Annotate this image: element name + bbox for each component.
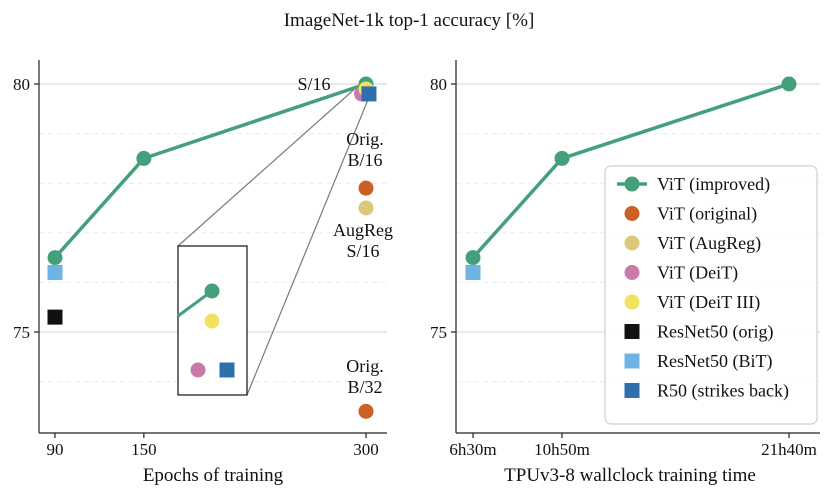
x-tick-label: 6h30m bbox=[449, 440, 496, 459]
legend-marker bbox=[624, 353, 640, 369]
data-point bbox=[361, 86, 377, 102]
inset-connector bbox=[177, 85, 359, 247]
data-point bbox=[358, 200, 374, 216]
legend-box bbox=[604, 165, 818, 425]
inset-point-vit-deit bbox=[190, 362, 206, 378]
x-axis-label: TPUv3-8 wallclock training time bbox=[504, 465, 756, 486]
x-tick-label: 21h40m bbox=[761, 440, 817, 459]
legend-entry-label: ViT (DeiT) bbox=[657, 263, 738, 284]
data-point bbox=[47, 264, 63, 280]
annotation-label: B/16 bbox=[347, 150, 382, 170]
inset-connector bbox=[246, 89, 373, 396]
legend-marker bbox=[624, 265, 640, 280]
figure-title: ImageNet-1k top-1 accuracy [%] bbox=[284, 10, 535, 31]
y-tick-label: 80 bbox=[430, 75, 447, 94]
annotation-label: S/16 bbox=[297, 74, 330, 94]
legend-entry-label: R50 (strikes back) bbox=[657, 381, 789, 402]
legend-entry-label: ViT (DeiT III) bbox=[657, 292, 760, 313]
data-point bbox=[465, 264, 481, 280]
data-point bbox=[781, 76, 797, 92]
legend-marker bbox=[624, 324, 640, 339]
data-point bbox=[554, 150, 570, 166]
x-axis-label: Epochs of training bbox=[143, 465, 284, 486]
legend-marker bbox=[624, 235, 640, 251]
inset-point-r50-strikes-back bbox=[219, 362, 235, 378]
y-tick-label: 80 bbox=[13, 75, 30, 94]
legend-entry-label: ViT (original) bbox=[657, 204, 757, 225]
data-point bbox=[358, 403, 374, 419]
data-point bbox=[136, 150, 152, 166]
x-tick-label: 10h50m bbox=[534, 440, 590, 459]
data-point bbox=[47, 250, 63, 266]
legend-marker bbox=[624, 176, 640, 192]
legend-entry-label: ViT (improved) bbox=[657, 174, 770, 195]
data-point bbox=[47, 309, 63, 325]
legend-marker bbox=[624, 294, 640, 310]
legend-marker bbox=[624, 383, 640, 398]
legend-entry-label: ResNet50 (orig) bbox=[657, 322, 773, 343]
series-line bbox=[53, 82, 367, 259]
inset-point-vit-deit3 bbox=[204, 313, 220, 329]
inset-point-vit-improved bbox=[204, 283, 220, 299]
annotation-label: Orig. bbox=[346, 129, 384, 149]
annotation-label: Orig. bbox=[346, 356, 384, 376]
x-tick-label: 300 bbox=[353, 440, 379, 459]
y-tick-label: 75 bbox=[430, 323, 447, 342]
annotation-label: B/32 bbox=[347, 377, 382, 397]
x-tick-label: 150 bbox=[131, 440, 157, 459]
annotation-label: AugReg bbox=[333, 220, 393, 240]
y-tick-label: 75 bbox=[13, 323, 30, 342]
x-tick-label: 90 bbox=[47, 440, 64, 459]
legend-marker bbox=[624, 206, 640, 221]
annotation-label: S/16 bbox=[346, 241, 379, 261]
legend-entry-label: ResNet50 (BiT) bbox=[657, 351, 772, 372]
data-point bbox=[465, 250, 481, 266]
data-point bbox=[358, 180, 374, 196]
legend-entry-label: ViT (AugReg) bbox=[657, 233, 761, 254]
legend: ViT (improved) ViT (original) ViT (AugReg)… bbox=[604, 165, 818, 425]
